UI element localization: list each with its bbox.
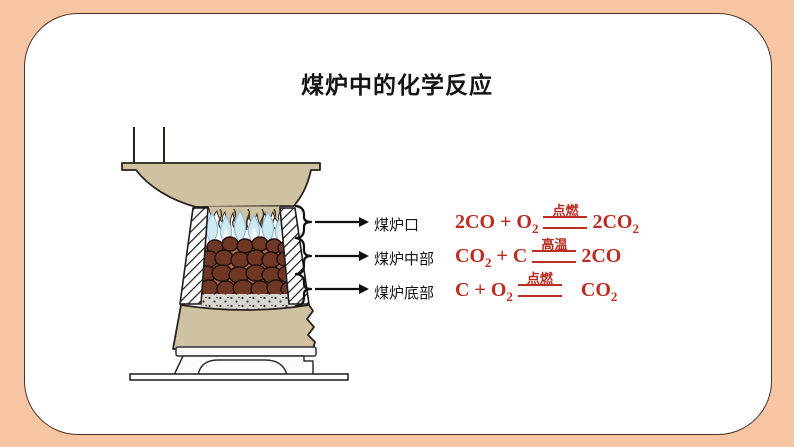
label-stove-bottom: 煤炉底部 bbox=[374, 285, 435, 302]
arrow-stove-middle bbox=[315, 251, 369, 261]
label-stove-mouth: 煤炉口 bbox=[374, 217, 420, 234]
stove-base-ledge bbox=[175, 346, 317, 357]
reaction-arrow-lines bbox=[532, 249, 577, 263]
coal-stove-diagram bbox=[121, 127, 369, 381]
stove-base-arch bbox=[197, 359, 288, 376]
equation-co2-reduction: CO2 + C 高温 2CO bbox=[455, 237, 622, 270]
arrow-stove-mouth bbox=[315, 217, 369, 227]
stove-body bbox=[172, 304, 316, 350]
stove-wall-left bbox=[179, 207, 209, 305]
equation-rhs: 2CO2 bbox=[592, 210, 639, 236]
slide-panel bbox=[24, 13, 772, 435]
condition-text: 点燃 bbox=[552, 203, 579, 218]
reaction-condition: 点燃 bbox=[543, 203, 588, 234]
pot-handle-lines bbox=[133, 127, 165, 163]
pot bbox=[121, 162, 321, 208]
ground-line bbox=[129, 373, 349, 381]
brace-stove-mouth bbox=[294, 204, 313, 240]
brace-stove-middle bbox=[294, 236, 313, 276]
braces bbox=[294, 204, 313, 308]
stove-wall-right bbox=[279, 207, 310, 305]
brace-stove-bottom bbox=[294, 272, 313, 308]
equation-lhs: CO2 + C bbox=[455, 244, 528, 270]
condition-text: 点燃 bbox=[526, 271, 553, 286]
label-stove-middle: 煤炉中部 bbox=[374, 251, 435, 268]
equation-rhs: CO2 bbox=[580, 278, 618, 304]
equation-lhs: C + O2 bbox=[455, 278, 513, 304]
equation-co-combustion: 2CO + O2 点燃 2CO2 bbox=[455, 203, 639, 236]
reaction-arrow-lines bbox=[517, 283, 562, 297]
reaction-condition: 高温 bbox=[532, 237, 577, 268]
equation-lhs: 2CO + O2 bbox=[455, 210, 539, 236]
reaction-condition: 点燃 bbox=[517, 271, 562, 302]
condition-text: 高温 bbox=[541, 237, 568, 252]
arrow-stove-bottom bbox=[315, 284, 369, 294]
label-arrows bbox=[315, 217, 369, 294]
slide-title: 煤炉中的化学反应 bbox=[301, 72, 493, 98]
equation-carbon-combustion: C + O2 点燃 CO2 bbox=[455, 271, 618, 304]
reaction-arrow-lines bbox=[543, 215, 588, 229]
equation-rhs: 2CO bbox=[581, 244, 622, 267]
ash-layer bbox=[201, 294, 289, 313]
